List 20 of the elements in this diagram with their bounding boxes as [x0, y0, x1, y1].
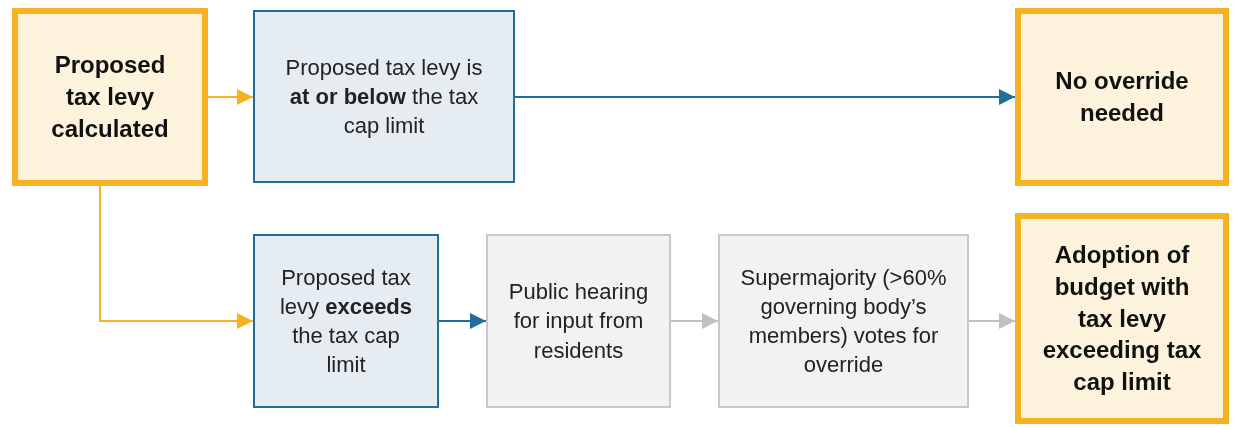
arrow — [514, 89, 1016, 105]
box-text: Public hearing for input from residents — [508, 278, 649, 365]
box-text: Adoption of budget with tax levy exceeding tax cap limit — [1041, 240, 1203, 397]
process-box — [718, 234, 969, 408]
box-text: Proposed tax levy is at or below the tax cap limit — [284, 53, 484, 140]
process-box — [486, 234, 671, 408]
box-text: Proposed tax levy exceeds the tax cap limit — [278, 263, 414, 380]
arrow — [670, 313, 719, 329]
outcome-box — [1015, 8, 1229, 186]
process-box — [253, 10, 515, 183]
box-text: Proposed tax levy calculated — [50, 50, 170, 144]
outcome-box — [12, 8, 208, 186]
arrow — [438, 313, 487, 329]
arrow — [968, 313, 1016, 329]
outcome-box — [1015, 213, 1229, 424]
arrow — [207, 89, 254, 105]
box-text: Supermajority (>60% governing body’s members) votes for override — [739, 263, 948, 380]
box-text: No override needed — [1054, 66, 1190, 128]
process-box — [253, 234, 439, 408]
arrow — [99, 185, 254, 329]
